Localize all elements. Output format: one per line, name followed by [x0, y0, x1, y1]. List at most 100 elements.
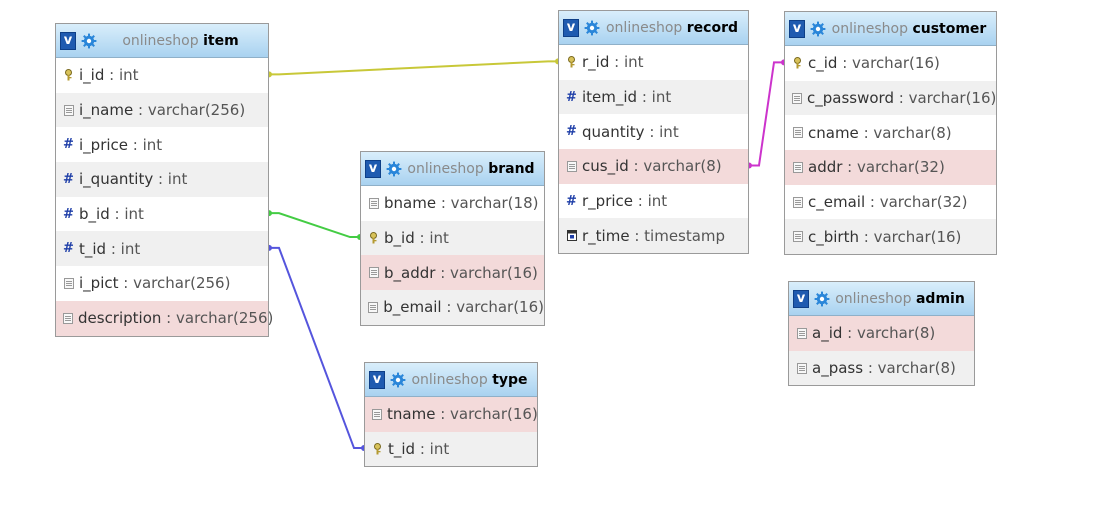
text-column-icon [372, 408, 382, 420]
column-row[interactable]: #r_price : int [559, 184, 748, 219]
column-row[interactable]: cus_id : varchar(8) [559, 149, 748, 184]
column-name: b_email [383, 298, 442, 317]
column-row[interactable]: #quantity : int [559, 114, 748, 149]
column-type-separator: : [436, 194, 451, 213]
column-row[interactable]: t_id : int [365, 431, 537, 467]
column-type-separator: : [629, 226, 645, 245]
column-row[interactable]: r_time : timestamp [559, 218, 748, 254]
column-type: varchar(16) [852, 54, 940, 73]
gear-icon[interactable] [814, 291, 830, 307]
column-row[interactable]: #item_id : int [559, 79, 748, 115]
text-column-icon [368, 267, 379, 279]
text-column-icon [792, 92, 802, 104]
column-row[interactable]: i_pict : varchar(256) [56, 266, 268, 301]
column-type: int [651, 88, 672, 107]
column-row[interactable]: #i_price : int [56, 127, 268, 162]
table-title: onlineshop type [406, 372, 537, 388]
column-row[interactable]: b_id : int [361, 220, 544, 256]
table-name: customer [912, 20, 987, 37]
gear-icon[interactable] [386, 161, 402, 177]
text-column-icon [368, 301, 379, 313]
column-type-separator: : [161, 309, 176, 328]
table-header[interactable]: v onlineshop admin [789, 282, 974, 316]
column-row[interactable]: c_email : varchar(32) [785, 185, 996, 220]
column-type-separator: : [858, 123, 874, 142]
column-row[interactable]: c_password : varchar(16) [785, 80, 996, 116]
column-row[interactable]: #t_id : int [56, 231, 268, 267]
gear-icon[interactable] [810, 21, 826, 37]
column-row[interactable]: a_id : varchar(8) [789, 316, 974, 351]
gear-icon[interactable] [390, 372, 406, 388]
column-type-separator: : [414, 229, 430, 248]
column-row[interactable]: i_id : int [56, 58, 268, 93]
column-name: c_email [808, 193, 866, 212]
numeric-column-icon: # [566, 124, 577, 140]
column-row[interactable]: #i_quantity : int [56, 162, 268, 197]
column-type: varchar(18) [450, 194, 539, 213]
toggle-columns-button[interactable]: v [789, 19, 805, 38]
table-header[interactable]: v onlineshop type [365, 363, 537, 397]
gear-icon[interactable] [584, 20, 600, 36]
column-type: varchar(16) [456, 298, 544, 317]
table-title: onlineshop admin [830, 291, 974, 307]
relation-line [269, 212, 360, 239]
column-name: b_id [79, 205, 110, 224]
column-type: int [647, 192, 668, 211]
column-type-separator: : [415, 440, 430, 459]
column-row[interactable]: b_addr : varchar(16) [361, 255, 544, 291]
column-type-separator: : [118, 274, 134, 293]
column-name: i_price [79, 135, 128, 154]
toggle-columns-button[interactable]: v [365, 159, 381, 178]
text-column-icon [792, 196, 803, 208]
column-type-separator: : [128, 135, 143, 154]
column-name: cus_id [582, 157, 629, 176]
database-name: onlineshop [122, 32, 199, 49]
timestamp-column-icon [566, 230, 577, 242]
column-name: item_id [582, 88, 638, 107]
column-type-separator: : [441, 298, 457, 317]
text-column-icon [63, 277, 74, 289]
column-row[interactable]: description : varchar(256) [56, 300, 273, 336]
gear-icon[interactable] [81, 33, 97, 49]
column-name: c_id [808, 54, 838, 73]
column-name: bname [384, 194, 437, 213]
toggle-columns-button[interactable]: v [369, 370, 385, 389]
text-column-icon [63, 104, 74, 116]
column-type: int [623, 53, 644, 72]
column-row[interactable]: #b_id : int [56, 197, 268, 232]
toggle-columns-button[interactable]: v [60, 31, 76, 50]
column-type-separator: : [859, 227, 874, 246]
column-row[interactable]: c_birth : varchar(16) [785, 219, 996, 255]
column-name: a_pass [812, 359, 864, 378]
column-type-separator: : [109, 205, 125, 224]
column-name: a_id [812, 324, 843, 343]
toggle-columns-button[interactable]: v [563, 18, 579, 37]
column-row[interactable]: c_id : varchar(16) [785, 46, 996, 81]
column-row[interactable]: bname : varchar(18) [361, 186, 544, 221]
column-name: r_time [582, 226, 630, 245]
database-name: onlineshop [407, 160, 484, 177]
column-row[interactable]: r_id : int [559, 45, 748, 80]
column-name: c_birth [808, 227, 859, 246]
column-name: i_pict [79, 274, 119, 293]
column-row[interactable]: b_email : varchar(16) [361, 290, 544, 325]
column-row[interactable]: tname : varchar(16) [365, 397, 538, 432]
relation-line [269, 60, 558, 76]
column-row[interactable]: a_pass : varchar(8) [789, 350, 974, 386]
column-type: timestamp [644, 226, 726, 245]
column-row[interactable]: addr : varchar(32) [785, 150, 996, 185]
table-type[interactable]: v onlineshop type tname : varchar(16)t_id … [364, 362, 538, 468]
toggle-columns-button[interactable]: v [793, 289, 809, 308]
column-row[interactable]: cname : varchar(8) [785, 115, 996, 150]
column-row[interactable]: i_name : varchar(256) [56, 92, 268, 128]
column-type: int [118, 66, 139, 85]
